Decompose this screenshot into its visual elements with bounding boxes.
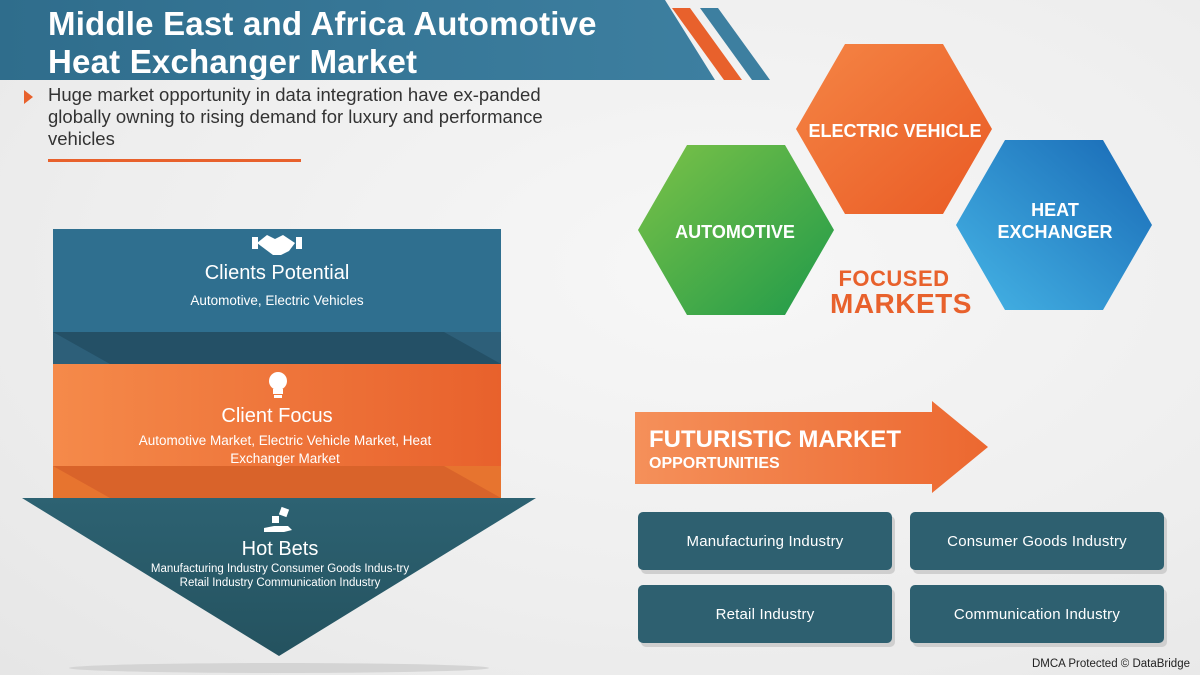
funnel-diagram [22,229,536,673]
funnel-shadow [69,663,489,673]
industry-box-communication: Communication Industry [910,585,1164,643]
hand-dice-icon [264,506,292,532]
industry-box-consumer-goods: Consumer Goods Industry [910,512,1164,570]
footer-copyright: DMCA Protected © DataBridge [1031,658,1190,670]
futuristic-subtitle: OPPORTUNITIES [649,455,780,472]
subtitle-underline [48,159,301,162]
hex-electric-vehicle [796,44,992,214]
industry-box-manufacturing: Manufacturing Industry [638,512,892,570]
lightbulb-icon [269,372,287,398]
page-title-line2: Heat Exchanger Market [48,43,418,80]
title-banner [0,0,770,80]
funnel-subtitle-clients-potential: Automotive, Electric Vehicles [190,293,364,308]
funnel-block-hot-bets [22,498,536,656]
funnel-title-clients-potential: Clients Potential [204,262,350,284]
subtitle-text: Huge market opportunity in data integrat… [48,84,543,149]
hex-label-electric-vehicle: ELECTRIC VEHICLE [808,121,982,141]
futuristic-title: FUTURISTIC MARKET [649,426,901,453]
hex-automotive [638,145,834,315]
hex-label-automotive: AUTOMOTIVE [675,222,795,242]
funnel-connector-2-shade [53,466,501,498]
bullet-arrow-icon [24,90,33,104]
hex-label-heat-exchanger: HEAT EXCHANGER [997,200,1113,242]
banner-background [0,0,715,80]
focused-markets-hexagons [638,44,1152,315]
funnel-title-hot-bets: Hot Bets [241,538,319,560]
focused-markets-caption-line2: MARKETS [830,288,972,319]
hex-heat-exchanger [956,140,1152,310]
banner-blue-stripe [700,8,770,80]
banner-orange-stripe [672,8,742,80]
funnel-title-client-focus: Client Focus [221,405,333,427]
funnel-subtitle-client-focus: Automotive Market, Electric Vehicle Mark… [138,433,432,466]
futuristic-arrow-shape [635,401,988,493]
page-title-line1: Middle East and Africa Automotive [48,5,597,42]
industry-box-retail: Retail Industry [638,585,892,643]
futuristic-arrow [635,401,988,493]
handshake-icon [252,235,302,255]
funnel-subtitle-hot-bets: Manufacturing Industry Consumer Goods In… [150,563,410,589]
focused-markets-caption-line1: FOCUSED [838,266,950,291]
funnel-connector-1-shade [53,332,501,364]
